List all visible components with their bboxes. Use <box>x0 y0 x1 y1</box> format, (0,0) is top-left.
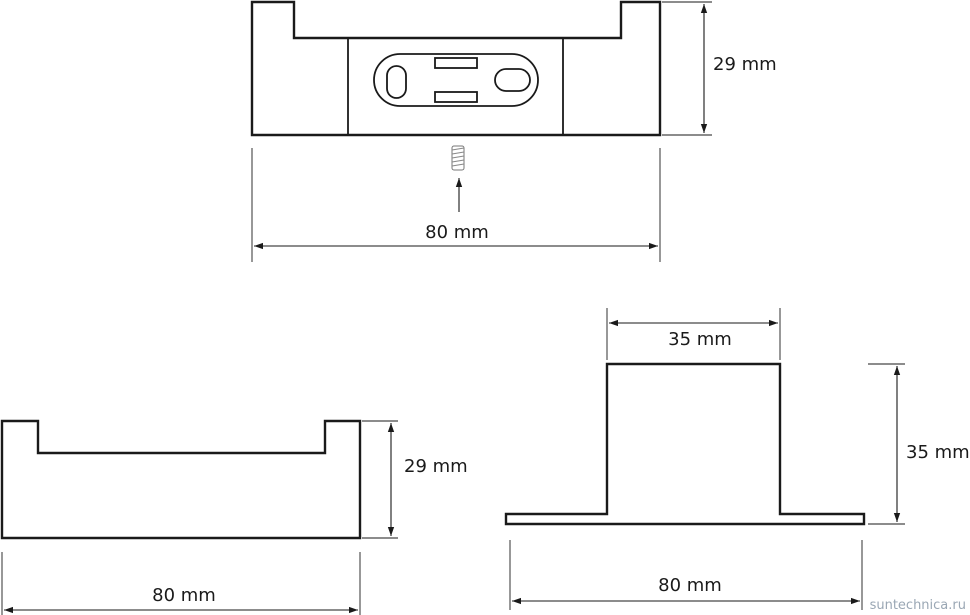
top-view: 29 mm 80 mm <box>250 0 777 262</box>
side-view: 35 mm 35 mm 80 mm <box>504 308 970 610</box>
clip-bottom <box>434 91 478 103</box>
top-view-height-label: 29 mm <box>713 54 777 75</box>
side-view-width-label: 80 mm <box>658 575 722 596</box>
mounting-slot-outline <box>373 53 539 107</box>
screw-slot-right <box>494 68 531 92</box>
side-view-outline <box>504 362 866 526</box>
side-view-top-width-label: 35 mm <box>668 329 732 350</box>
watermark-text: suntechnica.ru <box>870 598 966 613</box>
clip-top <box>434 57 478 69</box>
front-view-height-label: 29 mm <box>404 456 468 477</box>
front-view-width-label: 80 mm <box>152 585 216 606</box>
screw-slot-left <box>386 65 407 99</box>
top-view-width-label: 80 mm <box>425 222 489 243</box>
front-view-outline <box>0 419 362 540</box>
side-view-height-label: 35 mm <box>906 442 970 463</box>
set-screw-icon <box>451 145 465 171</box>
front-view: 29 mm 80 mm <box>0 419 468 615</box>
